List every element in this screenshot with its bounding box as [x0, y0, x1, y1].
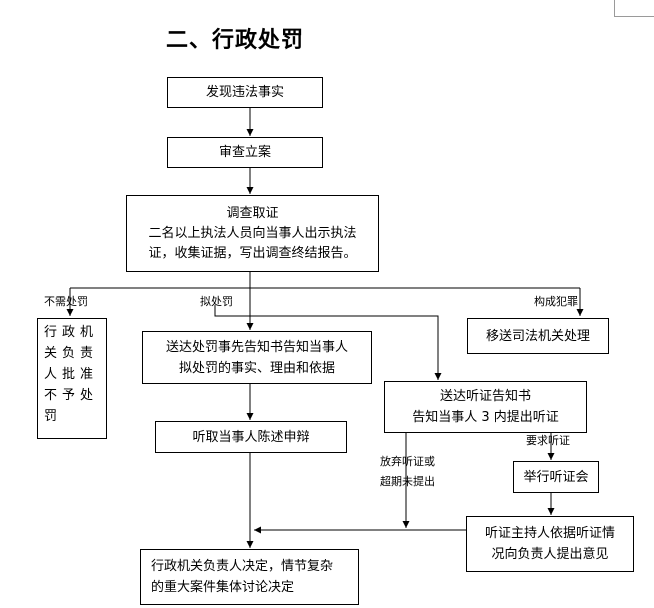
edge-label-crime: 构成犯罪 — [534, 295, 578, 308]
page-corner-mark — [614, 0, 615, 16]
node-hold-hearing: 举行听证会 — [513, 461, 599, 493]
edge-label-request-hearing: 要求听证 — [526, 434, 570, 447]
node-decision: 行政机关负责人决定，情节复杂 的重大案件集体讨论决定 — [140, 549, 359, 605]
edge-label-propose-penalty: 拟处罚 — [200, 295, 233, 308]
node-transfer-judicial: 移送司法机关处理 — [467, 318, 609, 354]
node-no-penalty: 行政机关负责人批准不予处罚 — [37, 318, 107, 439]
node-host-opinion: 听证主持人依据听证情 况向负责人提出意见 — [466, 516, 634, 572]
edge-label-waive-hearing: 放弃听证或 超期未提出 — [380, 455, 435, 488]
node-penalty-notice: 送达处罚事先告知书告知当事人 拟处罚的事实、理由和依据 — [142, 331, 372, 384]
edge-label-no-penalty: 不需处罚 — [44, 295, 88, 308]
node-investigate: 调查取证 二名以上执法人员向当事人出示执法 证，收集证据，写出调查终结报告。 — [126, 195, 379, 272]
node-discover-violation: 发现违法事实 — [167, 77, 323, 108]
arrow-to-hearing-notice — [214, 305, 442, 380]
node-review-case: 审查立案 — [167, 137, 323, 168]
node-hear-statement: 听取当事人陈述申辩 — [155, 421, 347, 453]
page-title: 二、行政处罚 — [166, 28, 305, 53]
page-corner-mark — [614, 16, 654, 17]
node-hearing-notice: 送达听证告知书 告知当事人 3 内提出听证 — [384, 381, 587, 433]
